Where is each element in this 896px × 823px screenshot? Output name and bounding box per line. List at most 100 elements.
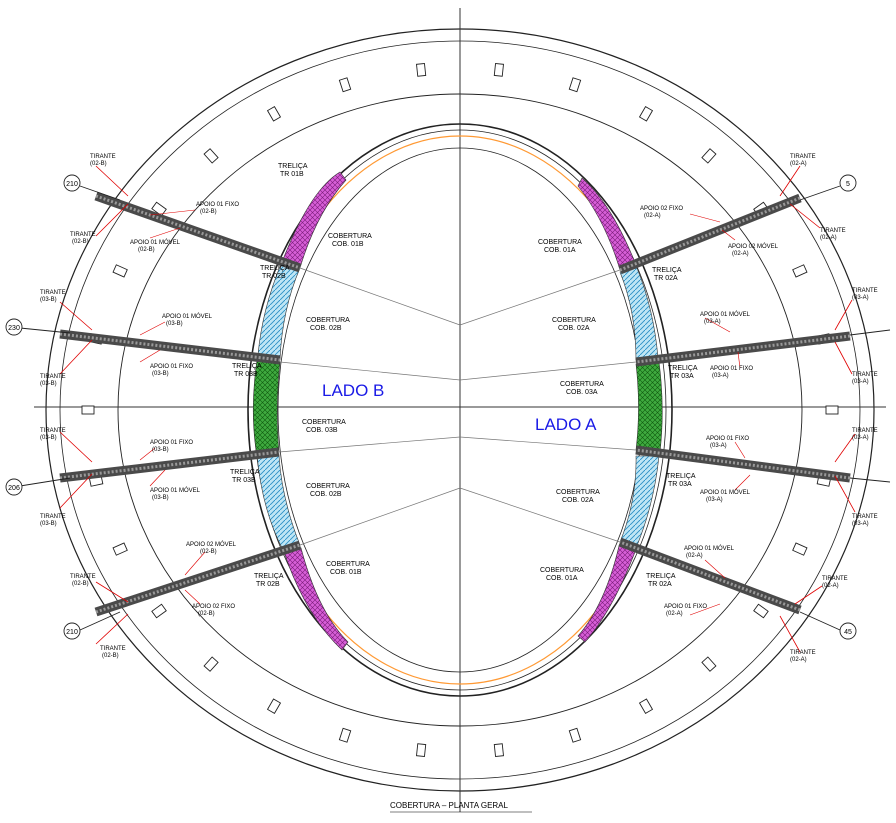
cob-label-line2: COB. 01A — [546, 575, 578, 582]
truss-web — [59, 450, 280, 480]
tirante-label-line2: (03-A) — [852, 521, 869, 527]
seat-block — [493, 743, 504, 758]
cob-label-line1: COBERTURA — [538, 239, 582, 246]
tirante-label-line2: (03-B) — [40, 381, 57, 387]
cob-label-line1: COBERTURA — [552, 317, 596, 324]
cob-label-line2: COB. 02B — [310, 491, 342, 498]
support-label-line1: APOIO 01 FIXO — [710, 366, 753, 372]
tirante-label-line1: TIRANTE — [40, 290, 66, 296]
seat-block — [338, 77, 352, 93]
tirante-label-line1: TIRANTE — [790, 650, 816, 656]
seat-block — [416, 743, 427, 758]
truss-bar — [635, 445, 851, 483]
axis-label-2: 230 — [8, 325, 20, 332]
seat-block — [792, 264, 808, 278]
tirante-label-line2: (02-B) — [102, 653, 119, 659]
seat-block — [568, 727, 582, 743]
support-label-line2: (03-B) — [152, 447, 169, 453]
axis-bubble-5 — [839, 174, 857, 192]
support-label-line2: (03-B) — [152, 371, 169, 377]
cob01a-bot-patch — [577, 545, 636, 643]
cob02b-bot-patch — [256, 454, 301, 551]
support-label-line1: APOIO 01 MÓVEL — [150, 487, 201, 494]
seat-block — [416, 62, 427, 77]
support-label-line1: APOIO 01 MÓVEL — [700, 489, 751, 496]
truss-label-line2: TR 02A — [648, 581, 672, 588]
tirante-label-line2: (02-A) — [822, 583, 839, 589]
seat-block — [493, 62, 504, 77]
cob02a-bot-patch — [619, 455, 660, 549]
support-label-line2: (02-B) — [138, 247, 155, 253]
seat-block — [203, 148, 219, 164]
tirante-label-line2: (03-B) — [40, 521, 57, 527]
truss-label-line2: TR 02B — [256, 581, 280, 588]
side-a-label: LADO A — [535, 415, 597, 434]
support-label-line1: APOIO 01 FIXO — [196, 202, 239, 208]
support-label-line2: (02-B) — [198, 611, 215, 617]
tirante-label-line2: (03-B) — [40, 297, 57, 303]
tirante-label-line2: (02-A) — [820, 235, 837, 241]
tirante-label-line1: TIRANTE — [790, 154, 816, 160]
support-labels: APOIO 01 FIXO (02-B) APOIO 01 MÓVEL (02-… — [130, 202, 779, 617]
spoke-lines — [278, 267, 637, 546]
truss-web — [95, 194, 301, 270]
truss-label-line2: TR 03A — [668, 481, 692, 488]
cob-label-line2: COB. 02B — [310, 325, 342, 332]
support-label-line2: (02-A) — [666, 611, 683, 617]
truss-label-line1: TRELIÇA — [668, 365, 698, 372]
cob-label-line2: COB. 01A — [544, 247, 576, 254]
tirante-label-line2: (03-B) — [40, 435, 57, 441]
truss-bar — [94, 540, 302, 617]
support-leaders — [139, 209, 751, 616]
seat-block — [112, 264, 128, 278]
support-label-line1: APOIO 02 FIXO — [192, 604, 235, 610]
truss-web — [59, 332, 281, 362]
axis-label-4: 210 — [66, 629, 78, 636]
tirante-label-line1: TIRANTE — [100, 646, 126, 652]
cob-label-line2: COB. 03A — [566, 389, 598, 396]
cob02a-top-patch — [619, 267, 659, 361]
truss-label-line2: TR 03A — [670, 373, 694, 380]
seat-block — [701, 656, 717, 672]
support-label-line1: APOIO 01 FIXO — [150, 440, 193, 446]
support-label-line2: (03-A) — [704, 319, 721, 325]
support-label-line1: APOIO 01 MÓVEL — [162, 313, 213, 320]
cob-label-line2: COB. 02A — [558, 325, 590, 332]
cob-label-line1: COBERTURA — [306, 317, 350, 324]
truss-label-line2: TR 02A — [654, 275, 678, 282]
support-label-line1: APOIO 02 FIXO — [640, 206, 683, 212]
tirante-label-line1: TIRANTE — [852, 372, 878, 378]
axis-bubble-2 — [5, 318, 23, 336]
axis-bubble-4 — [63, 622, 81, 640]
cob-label-line1: COBERTURA — [302, 419, 346, 426]
cob-label-line2: COB. 02A — [562, 497, 594, 504]
axis-label-7: 45 — [844, 629, 852, 636]
axis-bubble-6 — [839, 622, 857, 640]
seat-block — [112, 542, 128, 556]
support-label-line2: (03-A) — [712, 373, 729, 379]
seat-block — [266, 698, 282, 714]
cob01b-bot-patch — [283, 547, 349, 651]
tirante-label-line2: (03-A) — [852, 295, 869, 301]
support-label-line1: APOIO 02 MÓVEL — [186, 541, 237, 548]
support-label-line1: APOIO 01 FIXO — [664, 604, 707, 610]
coverings-a — [577, 177, 663, 643]
support-label-line2: (02-B) — [200, 549, 217, 555]
seat-block — [151, 603, 167, 619]
support-label-line1: APOIO 01 MÓVEL — [130, 239, 181, 246]
tirante-label-line1: TIRANTE — [70, 574, 96, 580]
axis-bubble-3 — [5, 478, 23, 496]
tirante-label-line2: (02-A) — [790, 657, 807, 663]
truss-label-line2: TR 01B — [280, 171, 304, 178]
tirante-label-line2: (03-A) — [852, 379, 869, 385]
truss-bar — [635, 331, 851, 367]
truss-label-line1: TRELIÇA — [232, 363, 262, 370]
tirante-label-line2: (02-B) — [90, 161, 107, 167]
truss-web — [619, 540, 801, 612]
tirante-label-line1: TIRANTE — [40, 514, 66, 520]
seat-block — [638, 106, 654, 122]
truss-label-line1: TRELIÇA — [652, 267, 682, 274]
seat-block — [338, 727, 352, 743]
cob-label-line1: COBERTURA — [540, 567, 584, 574]
